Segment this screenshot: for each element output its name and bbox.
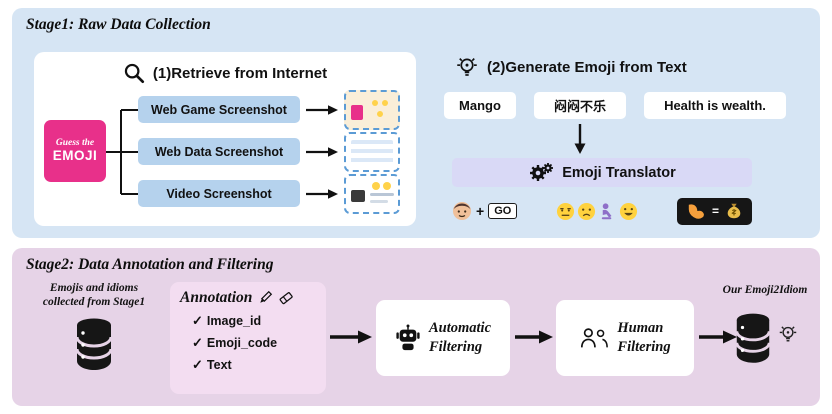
web-game-thumbnail	[344, 89, 400, 130]
arrow-right-icon	[306, 188, 338, 199]
annotation-title: Annotation	[180, 289, 253, 306]
check-icon: ✓	[192, 313, 203, 328]
thumbnail-art	[370, 192, 394, 196]
retrieve-row-video: Video Screenshot	[138, 173, 406, 214]
arrow-right-icon	[306, 146, 338, 157]
arrow-right-icon	[306, 104, 338, 115]
stage1-panel: Stage1: Raw Data Collection (1)Retrieve …	[12, 8, 820, 238]
database-icon	[75, 318, 113, 371]
web-game-screenshot-button: Web Game Screenshot	[138, 96, 300, 123]
health-emoji-output: =	[676, 197, 752, 225]
gears-icon	[530, 162, 554, 181]
check-icon: ✓	[192, 357, 203, 372]
emoji-outputs-row: + GO	[452, 196, 752, 226]
idiom-emoji-output	[556, 202, 638, 221]
arrow-right-icon	[330, 330, 372, 344]
robot-icon	[396, 324, 420, 351]
mango-emoji-output: + GO	[452, 201, 518, 221]
kneeling-person-emoji-icon	[601, 202, 612, 219]
emoji-translator-bar: Emoji Translator	[452, 158, 752, 187]
video-thumbnail	[344, 173, 400, 214]
man-face-emoji-icon	[453, 202, 471, 220]
source-label-line1: Emojis and idioms	[49, 282, 139, 294]
input-text-health: Health is wealth.	[644, 92, 786, 119]
go-label: GO	[488, 203, 518, 219]
thumbnail-art	[370, 199, 388, 203]
emoji2idiom-output: Our Emoji2Idiom	[712, 284, 818, 364]
output-label: Our Emoji2Idiom	[722, 284, 808, 296]
retrieve-row-web-game: Web Game Screenshot	[138, 89, 406, 130]
plus-sign: +	[476, 203, 485, 219]
flex-arm-emoji-icon	[688, 204, 704, 219]
human-filtering-box: Human Filtering	[556, 300, 694, 376]
annotation-item-label: Emoji_code	[206, 336, 278, 350]
thumbnail-art	[377, 110, 383, 117]
output-icons	[712, 304, 818, 364]
annotation-item-label: Text	[206, 358, 232, 372]
retrieve-heading: (1)Retrieve from Internet	[152, 64, 328, 82]
thumbnail-art	[351, 104, 363, 120]
thumbnail-art	[372, 181, 380, 190]
text-inputs-row: Mango 闷闷不乐 Health is wealth.	[444, 92, 786, 119]
bracket-connector	[106, 109, 138, 195]
human-filtering-line2: Filtering	[617, 339, 671, 355]
generate-heading-row: (2)Generate Emoji from Text	[454, 54, 687, 80]
automatic-filtering-label: Automatic Filtering	[429, 319, 491, 357]
stage2-title: Stage2: Data Annotation and Filtering	[26, 256, 274, 273]
web-data-screenshot-button: Web Data Screenshot	[138, 138, 300, 165]
annotation-item-text: ✓ Text	[180, 354, 316, 376]
translator-label: Emoji Translator	[562, 164, 676, 181]
web-data-thumbnail	[344, 131, 400, 172]
source-label-line2: collected from Stage1	[42, 295, 146, 308]
arrow-right-icon	[515, 330, 553, 344]
stage1-source-database: Emojis and idioms collected from Stage1	[24, 282, 164, 376]
human-filtering-line1: Human	[617, 320, 664, 337]
input-text-chinese-idiom: 闷闷不乐	[534, 92, 626, 119]
lightbulb-icon	[779, 326, 796, 342]
lightbulb-icon	[457, 58, 477, 76]
logo-text-bottom: EMOJI	[52, 147, 98, 163]
sad-face-emoji-icon	[578, 202, 596, 220]
automatic-filtering-line1: Automatic	[428, 320, 492, 337]
generate-heading: (2)Generate Emoji from Text	[487, 58, 687, 76]
stage2-panel: Stage2: Data Annotation and Filtering Em…	[12, 248, 820, 406]
retrieve-row-web-data: Web Data Screenshot	[138, 131, 406, 172]
thumbnail-art	[383, 181, 391, 190]
people-icon	[581, 328, 609, 348]
automatic-filtering-box: Automatic Filtering	[376, 300, 510, 376]
arrow-down-icon	[574, 124, 586, 154]
annotation-header: Annotation	[180, 289, 316, 307]
unamused-face-emoji-icon	[557, 202, 575, 220]
money-bag-emoji-icon	[727, 203, 741, 219]
retrieve-heading-row: (1)Retrieve from Internet	[34, 62, 416, 84]
database-icon	[734, 313, 771, 363]
annotation-item-label: Image_id	[206, 314, 262, 328]
guess-the-emoji-logo: Guess the EMOJI	[44, 120, 106, 182]
input-text-mango: Mango	[444, 92, 516, 119]
human-filtering-label: Human Filtering	[617, 319, 670, 357]
thumbnail-art	[351, 189, 365, 202]
retrieve-card: (1)Retrieve from Internet Guess the EMOJ…	[34, 52, 416, 226]
annotation-item-emoji-code: ✓ Emoji_code	[180, 332, 316, 354]
automatic-filtering-line2: Filtering	[428, 339, 483, 355]
thumbnail-art	[382, 99, 388, 106]
eraser-icon	[279, 292, 294, 305]
annotation-box: Annotation ✓ Image_id	[170, 282, 326, 394]
video-screenshot-button: Video Screenshot	[138, 180, 300, 207]
magnifier-icon	[124, 63, 144, 84]
happy-face-emoji-icon	[620, 202, 638, 220]
pencil-icon	[260, 290, 273, 303]
arrow-right-icon	[699, 330, 737, 344]
logo-text-top: Guess the	[55, 138, 95, 149]
stage1-title: Stage1: Raw Data Collection	[26, 16, 211, 33]
thumbnail-art	[351, 139, 393, 164]
equals-sign: =	[711, 204, 719, 218]
annotation-item-image-id: ✓ Image_id	[180, 310, 316, 332]
thumbnail-art	[372, 99, 378, 106]
check-icon: ✓	[192, 335, 203, 350]
